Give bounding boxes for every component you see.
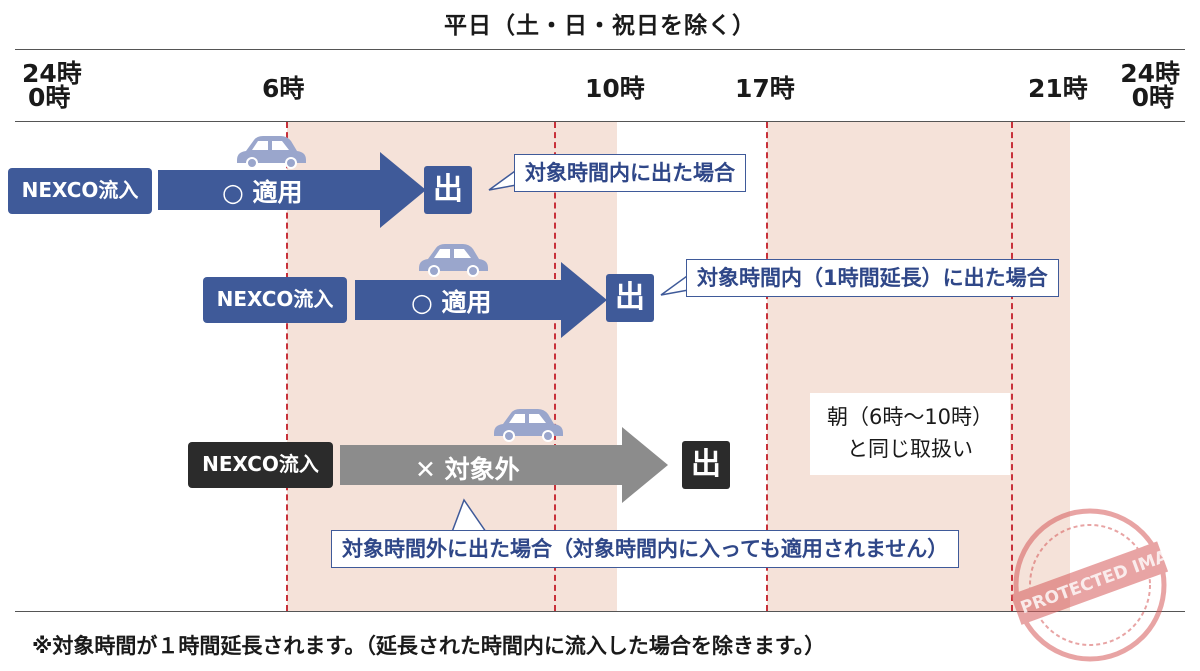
footnote: ※対象時間が１時間延長されます。（延長された時間内に流入した場合を除きます。）	[32, 634, 826, 658]
time-label-0: 0時	[28, 83, 71, 112]
evening-note-line1: 朝（6時〜10時）	[826, 405, 994, 429]
page-title: 平日（土・日・祝日を除く）	[444, 13, 756, 39]
status-excluded: ✕ 対象外	[415, 455, 520, 484]
line-17	[766, 122, 768, 611]
callout-pointer	[488, 165, 522, 191]
evening-note: 朝（6時〜10時） と同じ取扱い	[810, 393, 1010, 475]
flow-arrow-applied	[355, 262, 607, 338]
flow-arrow-excluded	[340, 427, 668, 503]
entry-label: NEXCO流入	[8, 168, 152, 214]
header-divider	[15, 49, 1185, 50]
time-label-24-end: 24時	[1120, 59, 1180, 88]
car-icon	[494, 409, 563, 442]
exit-badge: 出	[682, 441, 730, 489]
callout-outside: 対象時間外に出た場合（対象時間内に入っても適用されません）	[331, 530, 960, 568]
evening-band	[767, 122, 1070, 611]
exit-badge: 出	[424, 166, 472, 214]
line-6	[286, 122, 288, 611]
timeline-bottom-line	[15, 611, 1185, 612]
entry-label: NEXCO流入	[188, 442, 333, 488]
time-label-21: 21時	[1028, 74, 1088, 103]
time-label-end: 24時 0時	[1118, 59, 1180, 112]
entry-label: NEXCO流入	[203, 277, 347, 323]
watermark-stamp-icon	[1010, 508, 1169, 662]
timeline-top-line	[15, 121, 1185, 122]
time-label-17: 17時	[735, 74, 795, 103]
callout-inside: 対象時間内に出た場合	[514, 154, 746, 192]
car-icon	[419, 244, 488, 277]
time-label-start: 24時 0時	[22, 59, 82, 112]
exit-badge: 出	[606, 274, 654, 322]
status-applied: ○ 適用	[222, 178, 303, 207]
time-label-0-end: 0時	[1131, 83, 1174, 112]
flow-arrow-applied	[158, 152, 426, 228]
callout-extended: 対象時間内（1時間延長）に出た場合	[686, 259, 1059, 297]
line-9	[554, 122, 556, 611]
callout-pointer	[660, 270, 694, 296]
status-applied: ○ 適用	[411, 288, 492, 317]
car-icon	[237, 136, 306, 169]
evening-note-line2: と同じ取扱い	[847, 437, 973, 461]
line-20	[1011, 122, 1013, 611]
time-label-24: 24時	[22, 59, 82, 88]
time-label-10: 10時	[585, 74, 645, 103]
time-label-6: 6時	[262, 74, 305, 103]
